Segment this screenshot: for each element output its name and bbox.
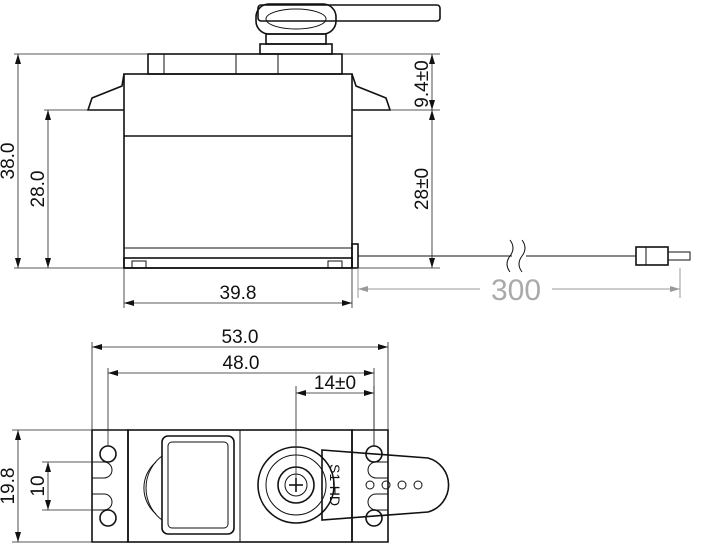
servo-case: [123, 73, 359, 269]
dim-cable-length: 300: [357, 268, 681, 307]
side-view: 38.0 28.0 9.4±0 28±0 39.8: [0, 3, 691, 308]
dim-mount-holes: 48.0: [107, 353, 375, 446]
dim-19-8-label: 19.8: [0, 468, 19, 505]
dim-right-stack: 9.4±0 28±0: [336, 53, 440, 269]
dim-53-label: 53.0: [222, 327, 259, 348]
dim-28-tol-label: 28±0: [412, 168, 433, 210]
mount-flange-left: [91, 429, 129, 543]
dim-38-label: 38.0: [0, 143, 19, 180]
dim-case-width: 39.8: [123, 268, 353, 308]
dim-10-label: 10: [28, 475, 49, 496]
dim-9-4-label: 9.4±0: [412, 60, 433, 107]
dim-hole-spacing: 10: [28, 461, 100, 511]
dim-overall-length: 53.0: [91, 327, 389, 430]
servo-case-top: [127, 429, 353, 543]
dim-39-8-label: 39.8: [220, 283, 257, 304]
dim-28-label: 28.0: [28, 171, 49, 208]
servo-cable: [358, 239, 691, 273]
servo-horn-side: [255, 3, 441, 55]
dim-width: 19.8: [0, 429, 92, 543]
top-view: S1-HD 53.0 48.0 14±0: [0, 327, 450, 543]
output-horn: S1-HD: [257, 446, 450, 524]
dim-horn-offset: 14±0: [295, 373, 375, 485]
dim-14-label: 14±0: [314, 373, 356, 394]
dim-300-label: 300: [491, 274, 541, 307]
dim-48-label: 48.0: [223, 353, 260, 374]
servo-top-cap: [147, 53, 343, 75]
model-label: S1-HD: [327, 464, 343, 506]
dim-overall-height: 38.0: [0, 53, 148, 269]
dim-case-height: 28.0: [28, 109, 88, 268]
mounting-flange: [86, 73, 392, 111]
